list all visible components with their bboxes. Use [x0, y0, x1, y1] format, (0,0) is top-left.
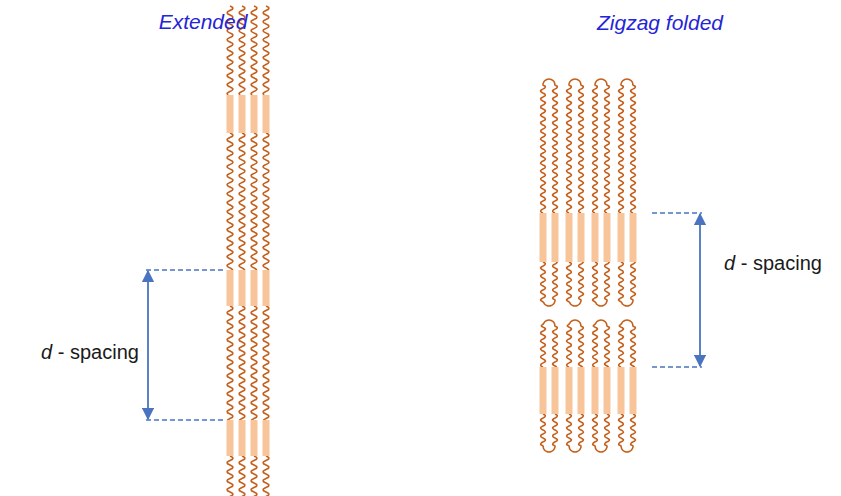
- crystalline-block: [263, 270, 270, 306]
- polymer-chain: [619, 414, 636, 452]
- crystalline-block: [227, 95, 234, 133]
- crystalline-block: [604, 367, 611, 414]
- polymer-chain: [263, 456, 269, 496]
- panel-heading: Extended: [159, 9, 248, 34]
- polymer-chain: [567, 79, 584, 213]
- crystalline-block: [251, 420, 258, 456]
- polymer-chain: [566, 262, 583, 306]
- polymer-chain: [619, 320, 636, 367]
- polymer-chain: [239, 133, 245, 270]
- crystalline-block: [630, 213, 637, 262]
- crystalline-block: [263, 420, 270, 456]
- crystalline-block: [540, 213, 547, 262]
- polymer-chain: [251, 306, 257, 420]
- crystalline-block: [239, 95, 246, 133]
- crystalline-block: [552, 367, 559, 414]
- polymer-chain: [239, 306, 245, 420]
- crystalline-block: [592, 213, 599, 262]
- polymer-chain: [567, 320, 584, 367]
- polymer-chain: [592, 262, 609, 306]
- crystalline-block: [251, 95, 258, 133]
- crystalline-block: [263, 95, 270, 133]
- crystalline-block: [566, 213, 573, 262]
- polymer-chain: [251, 6, 257, 95]
- crystalline-block: [604, 213, 611, 262]
- polymer-chain: [541, 79, 558, 213]
- dimension-arrow: [146, 270, 226, 420]
- polymer-chain: [593, 414, 610, 452]
- polymer-chain: [540, 262, 557, 306]
- crystalline-block: [552, 213, 559, 262]
- crystalline-block: [540, 367, 547, 414]
- crystalline-block: [227, 270, 234, 306]
- polymer-chain: [541, 414, 558, 452]
- polymer-chain: [227, 133, 233, 270]
- crystalline-block: [239, 420, 246, 456]
- polymer-chain: [618, 262, 635, 306]
- polymer-chain: [263, 133, 269, 270]
- crystalline-block: [630, 367, 637, 414]
- polymer-chain: [227, 306, 233, 420]
- crystalline-block: [592, 367, 599, 414]
- crystalline-block: [566, 367, 573, 414]
- crystalline-block: [239, 270, 246, 306]
- polymer-chain: [593, 79, 610, 213]
- polymer-chain: [251, 456, 257, 496]
- polymer-chain: [593, 320, 610, 367]
- crystalline-block: [618, 213, 625, 262]
- panel-heading: Zigzag folded: [597, 10, 723, 35]
- dimension-label: d - spacing: [724, 251, 822, 275]
- polymer-chain: [619, 79, 636, 213]
- dimension-label: d - spacing: [41, 340, 139, 364]
- crystalline-block: [578, 213, 585, 262]
- polymer-chain: [263, 306, 269, 420]
- crystalline-block: [578, 367, 585, 414]
- polymer-chain: [541, 320, 558, 367]
- polymer-chain: [239, 456, 245, 496]
- crystalline-block: [227, 420, 234, 456]
- crystalline-block: [251, 270, 258, 306]
- polymer-chain: [227, 456, 233, 496]
- dimension-arrow: [652, 213, 702, 367]
- crystalline-block: [618, 367, 625, 414]
- polymer-chain: [251, 133, 257, 270]
- polymer-chain: [567, 414, 584, 452]
- polymer-chain: [263, 6, 269, 95]
